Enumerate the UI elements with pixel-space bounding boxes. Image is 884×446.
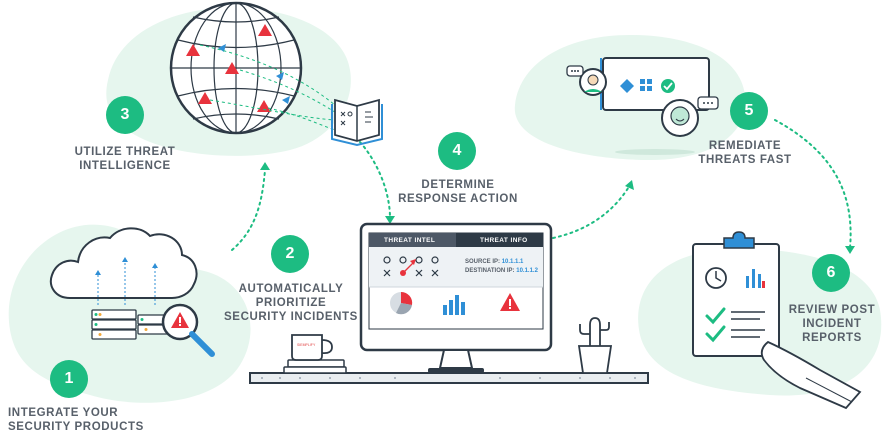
remediation-panel	[566, 57, 719, 137]
connector-5-to-6	[774, 119, 852, 249]
step-6-badge: 6	[812, 254, 850, 292]
step-1-badge: 1	[50, 360, 88, 398]
cloud-servers-icon	[50, 227, 215, 357]
step-3-label: UTILIZE THREAT INTELLIGENCE	[74, 146, 176, 172]
connector-3-to-4	[359, 141, 391, 219]
books-and-mug	[283, 334, 347, 374]
playbook-icon	[331, 98, 383, 147]
connector-4-to-5	[552, 184, 631, 239]
destination-ip: DESTINATION IP: 10.1.1.2	[465, 268, 538, 274]
remediate-shadow	[615, 149, 695, 155]
monitor	[359, 222, 553, 373]
globe-icon	[169, 1, 303, 135]
step-1-label: INTEGRATE YOUR SECURITY PRODUCTS	[8, 407, 144, 433]
step-6-label: REVIEW POST INCIDENT REPORTS	[788, 304, 876, 344]
step-2-label: AUTOMATICALLY PRIORITIZE SECURITY INCIDE…	[224, 283, 358, 323]
source-ip-value: 10.1.1.1	[501, 259, 524, 265]
destination-ip-value: 10.1.1.2	[516, 268, 538, 274]
step-5-label: REMEDIATE THREATS FAST	[698, 140, 792, 166]
intel-paths	[199, 44, 336, 131]
report-clipboard	[692, 231, 862, 410]
tab-threat-intel: THREAT INTEL	[384, 237, 436, 244]
cactus-plant	[577, 317, 613, 374]
desk	[249, 372, 649, 384]
mug-logo-text: SIEMPLIFY	[297, 343, 316, 347]
destination-ip-label: DESTINATION IP:	[465, 268, 515, 274]
connector-1-to-3	[231, 169, 266, 251]
step-5-badge: 5	[730, 92, 768, 130]
source-ip: SOURCE IP: 10.1.1.1	[465, 259, 523, 265]
step-4-label: DETERMINE RESPONSE ACTION	[398, 179, 518, 205]
flow-connectors	[231, 119, 852, 251]
connector-arrowheads	[260, 162, 855, 254]
step-4-badge: 4	[438, 132, 476, 170]
source-ip-label: SOURCE IP:	[465, 259, 501, 265]
step-3-badge: 3	[106, 96, 144, 134]
tab-threat-info: THREAT INFO	[480, 237, 528, 244]
step-2-badge: 2	[271, 235, 309, 273]
